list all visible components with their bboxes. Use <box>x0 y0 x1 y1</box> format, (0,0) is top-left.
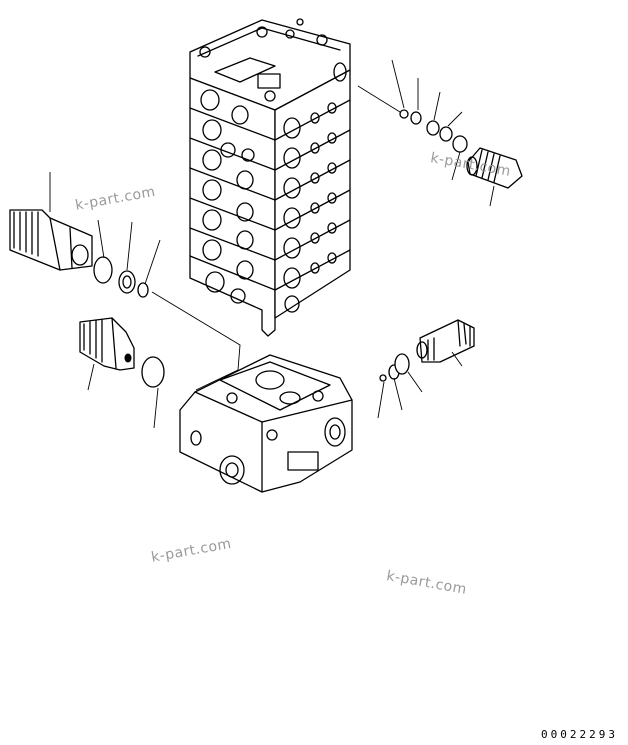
relief-valve-lower-right <box>416 319 475 363</box>
o-ring-right-1 <box>399 109 409 119</box>
relief-valve-lower-left <box>79 317 135 371</box>
figure-code: 00022293 <box>541 728 618 741</box>
o-ring-lr-2 <box>394 353 410 375</box>
backup-ring-right-1 <box>410 111 422 125</box>
o-ring-lower-left <box>141 356 165 388</box>
o-ring-right-2 <box>439 126 453 142</box>
o-ring-left-2 <box>137 282 149 298</box>
relief-valve-left <box>9 209 93 271</box>
backup-ring-left <box>118 270 136 294</box>
relief-valve-upper-right <box>466 147 523 189</box>
valve-housing <box>179 354 353 493</box>
assembly-leader-line <box>151 291 241 391</box>
callout-lines <box>49 59 495 429</box>
o-ring-left-1 <box>93 256 113 284</box>
backup-ring-right-2 <box>426 120 440 136</box>
valve-block-stack <box>189 18 351 337</box>
o-ring-right-3 <box>452 135 468 153</box>
o-ring-lr-1 <box>379 374 387 382</box>
